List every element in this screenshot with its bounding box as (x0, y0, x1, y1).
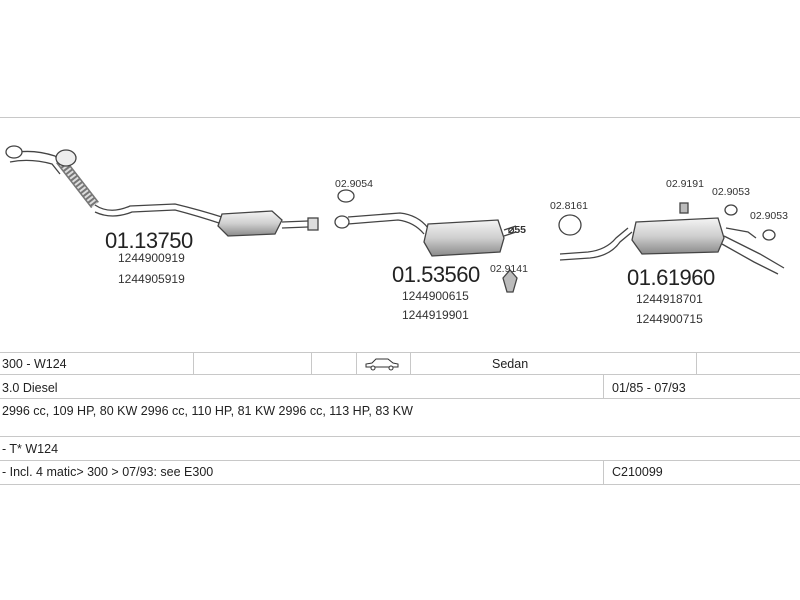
accessory-number: 02.9054 (335, 178, 373, 190)
oem-number: 1244918701 (636, 292, 703, 306)
fitment-note: - Incl. 4 matic> 300 > 07/93: see E300 (2, 465, 214, 479)
info-row-model: 300 - W124 Sedan (0, 352, 800, 375)
oem-number: 1244905919 (118, 272, 185, 286)
type-code: - T* W124 (2, 442, 59, 456)
accessory-number: 02.9053 (712, 186, 750, 198)
catalog-code: C210099 (612, 465, 663, 479)
accessory-number: 02.9141 (490, 263, 528, 275)
gasket-part[interactable] (337, 189, 355, 203)
info-row-type: - T* W124 (0, 436, 800, 461)
part-number: 01.61960 (627, 265, 715, 290)
rubber-mount-part[interactable] (502, 269, 518, 293)
part-number: 01.53560 (392, 262, 480, 287)
accessory-number: 02.9191 (666, 178, 704, 190)
accessory-number: 02.9053 (750, 210, 788, 222)
info-row-specs: 2996 cc, 109 HP, 80 KW 2996 cc, 110 HP, … (0, 398, 800, 423)
oem-number: 1244919901 (402, 308, 469, 322)
body-type: Sedan (492, 357, 529, 371)
oem-number: 1244900919 (118, 251, 185, 265)
ring-part-1[interactable] (724, 204, 738, 216)
pipe-diameter: ⌀55 (508, 224, 527, 236)
middle-silencer-part[interactable] (334, 212, 517, 257)
top-divider (0, 117, 800, 118)
table-bottom-border (0, 484, 800, 486)
clamp-part[interactable] (558, 214, 582, 236)
exhaust-drawing (5, 145, 785, 293)
rear-silencer-part[interactable] (559, 217, 785, 275)
exhaust-diagram: 01.13750 1244900919 1244905919 01.53560 … (0, 120, 800, 352)
part-number: 01.13750 (105, 228, 193, 253)
info-row-note: - Incl. 4 matic> 300 > 07/93: see E300 C… (0, 460, 800, 485)
oem-number: 1244900615 (402, 289, 469, 303)
engine-specs: 2996 cc, 109 HP, 80 KW 2996 cc, 110 HP, … (2, 404, 413, 418)
front-pipe-catalyst-part[interactable] (5, 145, 319, 237)
oem-number: 1244900715 (636, 312, 703, 326)
sedan-car-icon (364, 357, 400, 374)
info-row-engine: 3.0 Diesel 01/85 - 07/93 (0, 374, 800, 399)
hanger-part[interactable] (679, 202, 689, 214)
production-period: 01/85 - 07/93 (612, 381, 686, 395)
engine: 3.0 Diesel (2, 381, 58, 395)
accessory-number: 02.8161 (550, 200, 588, 212)
ring-part-2[interactable] (762, 229, 776, 241)
model-name: 300 - W124 (2, 357, 67, 371)
